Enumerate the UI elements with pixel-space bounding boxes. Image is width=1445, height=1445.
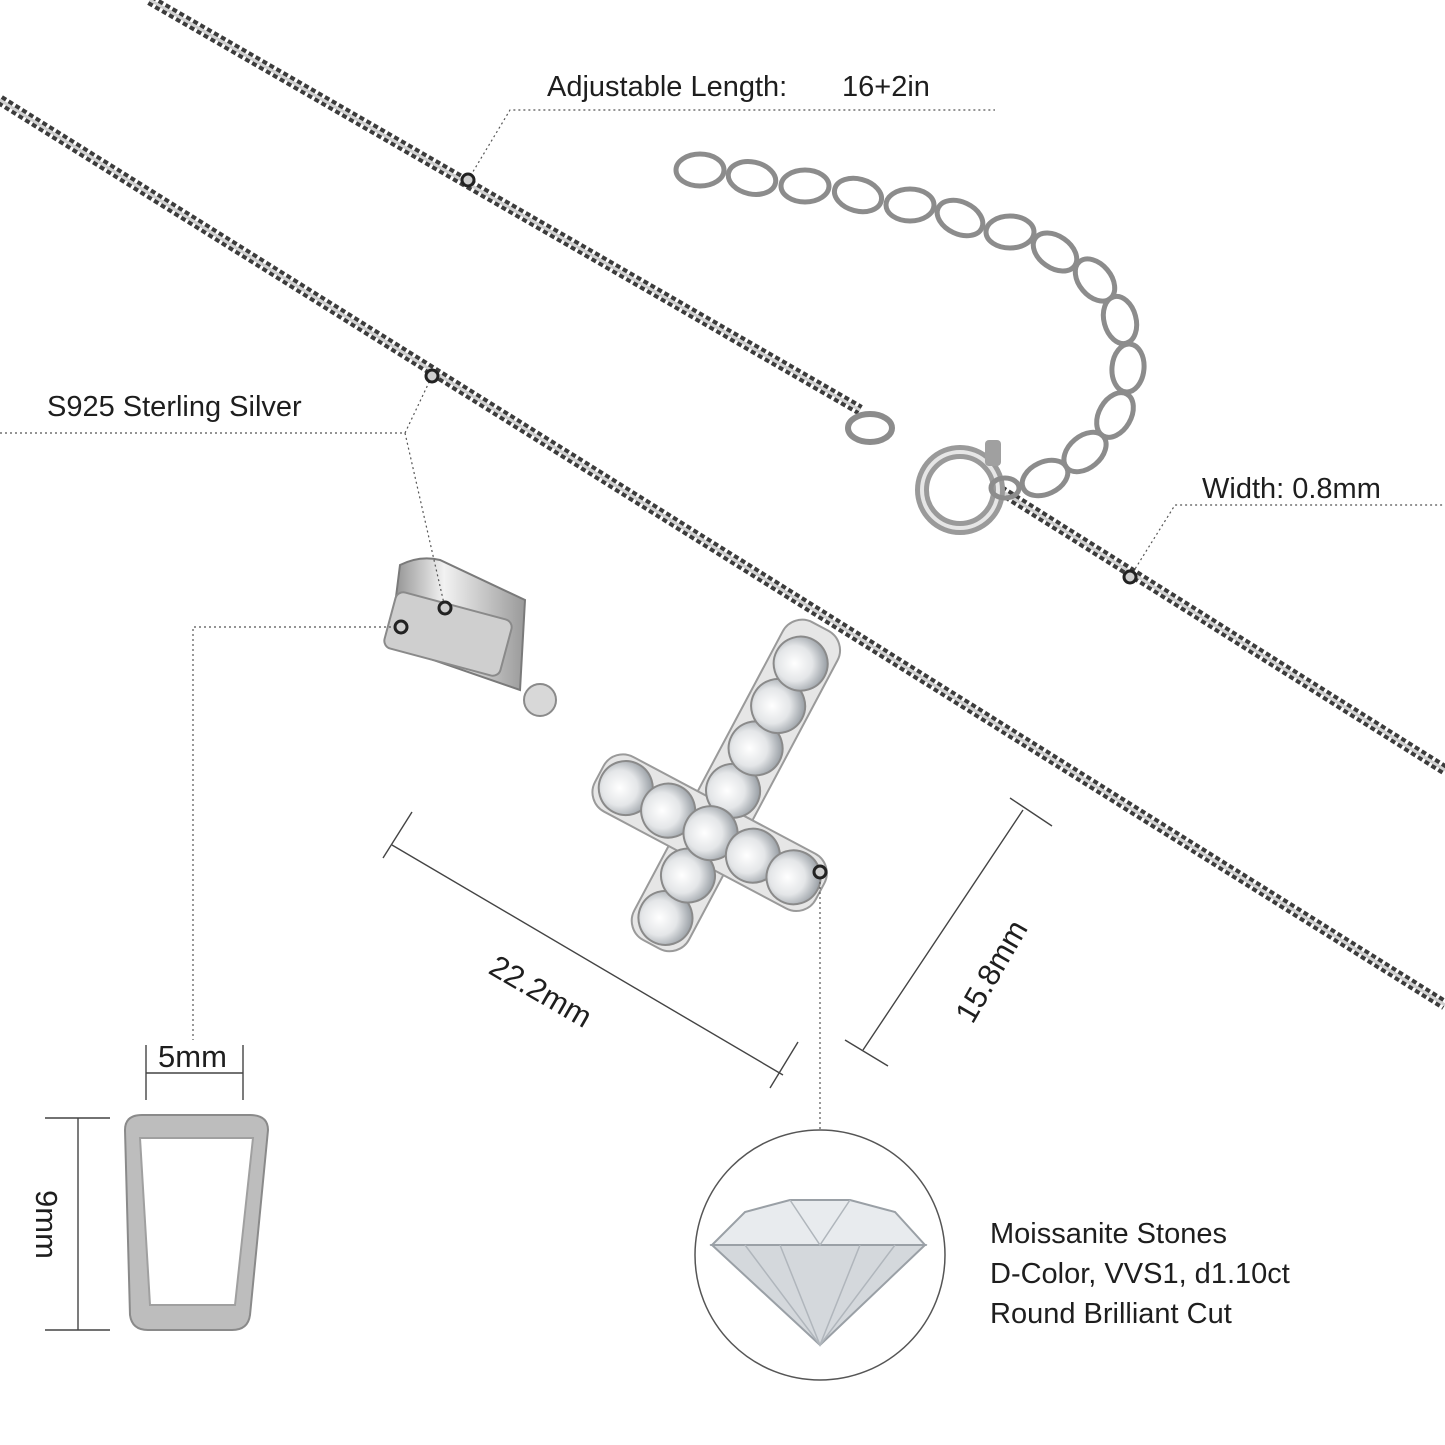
stone-cut: Round Brilliant Cut — [990, 1298, 1232, 1330]
adjustable-length-value: 16+2in — [842, 71, 930, 103]
adjustable-length-label: Adjustable Length: — [547, 71, 788, 103]
callout-lines — [0, 109, 1445, 1130]
callout-markers — [393, 172, 1138, 880]
stone-grade: D-Color, VVS1, d1.10ct — [990, 1258, 1290, 1290]
chain — [0, 0, 1445, 1010]
stone-type: Moissanite Stones — [990, 1218, 1227, 1250]
stone-description: Moissanite Stones D-Color, VVS1, d1.10ct… — [990, 1214, 1290, 1334]
stone-magnifier — [694, 1129, 946, 1381]
spring-ring-clasp — [845, 411, 1022, 535]
pendant-bail — [383, 557, 557, 717]
extender-chain — [673, 151, 1147, 499]
bail-width-dimension: 5mm — [158, 1039, 227, 1074]
width-label: Width: 0.8mm — [1202, 473, 1381, 505]
material-label: S925 Sterling Silver — [47, 391, 302, 423]
cross-pendant — [591, 618, 842, 953]
dimension-lines — [45, 797, 1053, 1331]
bail-height-dimension: 9mm — [29, 1190, 64, 1259]
bail-profile — [123, 1114, 270, 1331]
